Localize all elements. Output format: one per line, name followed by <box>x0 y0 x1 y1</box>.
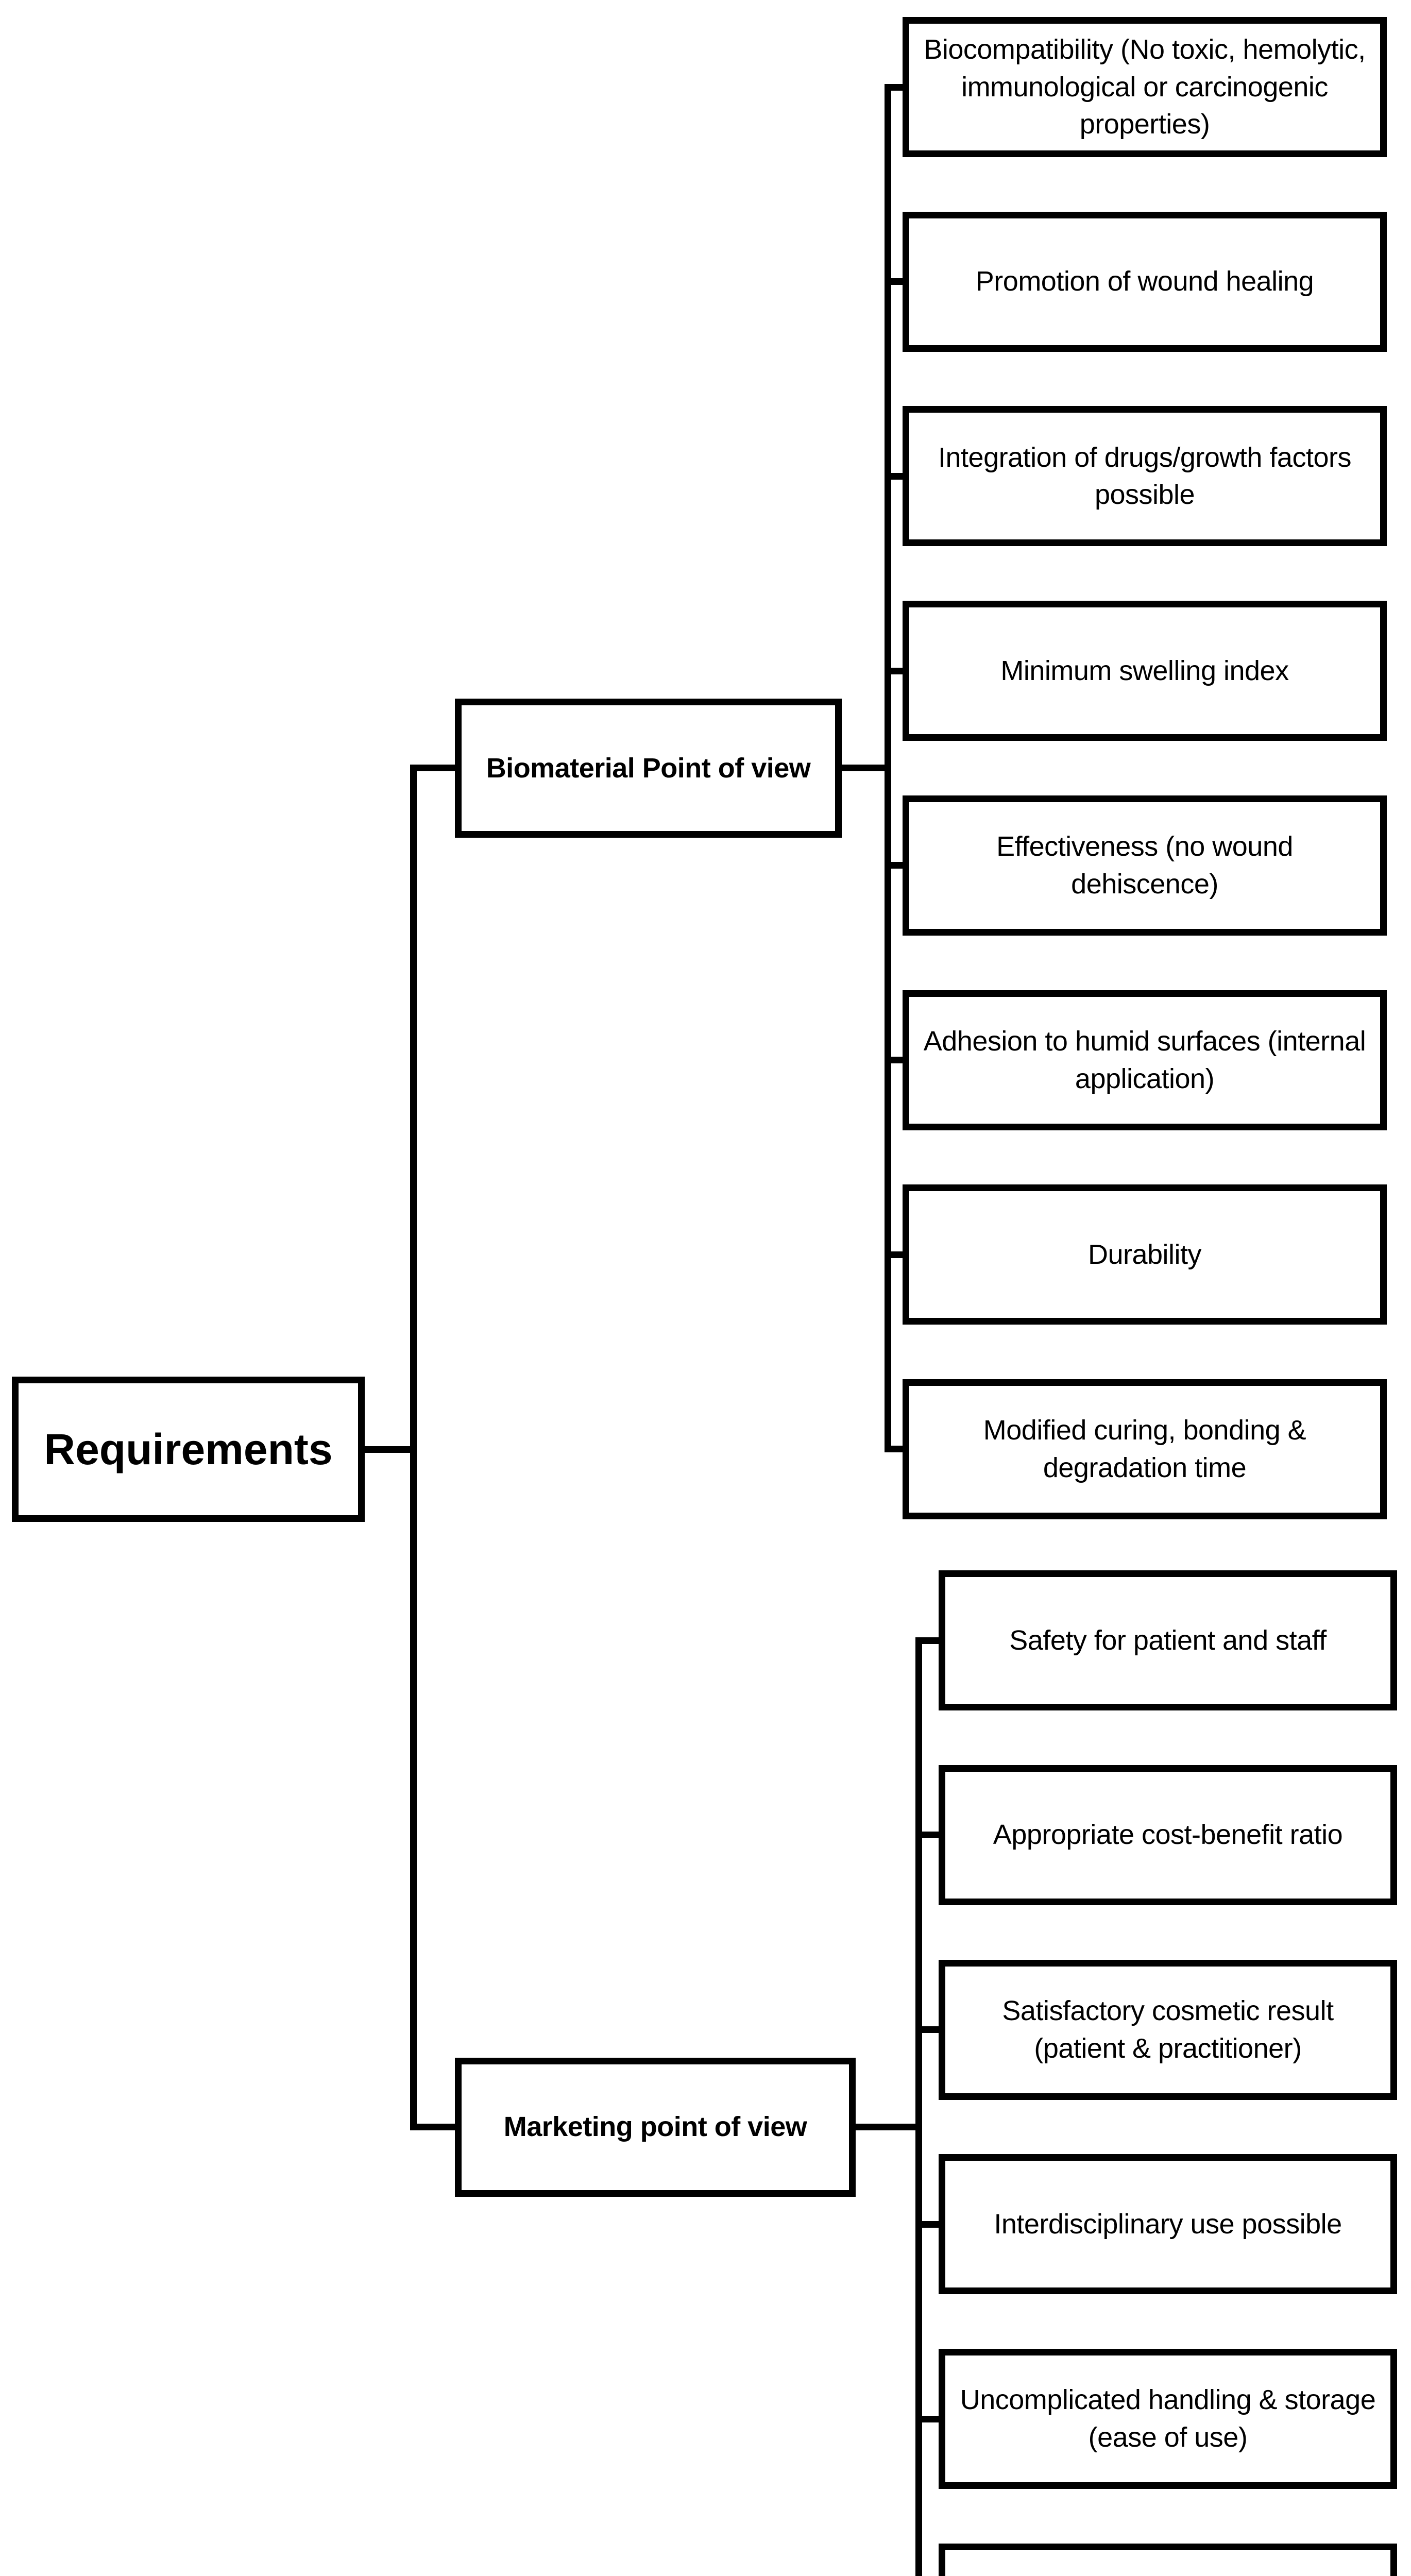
connector-line <box>884 472 904 480</box>
root-label: Requirements <box>44 1425 333 1473</box>
leaf-label: Safety for patient and staff <box>1009 1624 1327 1656</box>
connector-line <box>841 765 891 772</box>
leaf-node: Adhesion to humid surfaces (internal app… <box>903 990 1387 1130</box>
leaf-node: Minimum swelling index <box>903 601 1387 741</box>
branch-node-marketing-point-of-view: Marketing point of view <box>455 2057 856 2197</box>
connector-line <box>884 1251 904 1258</box>
leaf-node: Effectiveness (no wound dehiscence) <box>903 795 1387 936</box>
connector-line <box>915 1832 940 1839</box>
leaf-node: Easy manufacturing process <box>939 2544 1397 2576</box>
leaf-label: Adhesion to humid surfaces (internal app… <box>923 1025 1366 1094</box>
leaf-label: Interdisciplinary use possible <box>994 2208 1342 2240</box>
root-node-requirements: Requirements <box>12 1377 365 1522</box>
connector-line <box>410 765 456 772</box>
leaf-label: Biocompatibility (No toxic, hemolytic, i… <box>924 33 1366 140</box>
connector-line <box>915 2026 940 2033</box>
leaf-node: Biocompatibility (No toxic, hemolytic, i… <box>903 17 1387 157</box>
leaf-node: Modified curing, bonding & degradation t… <box>903 1379 1387 1519</box>
leaf-node: Integration of drugs/growth factors poss… <box>903 406 1387 547</box>
leaf-label: Effectiveness (no wound dehiscence) <box>996 831 1293 900</box>
connector-line <box>884 278 904 285</box>
branch-node-biomaterial-point-of-view: Biomaterial Point of view <box>455 698 842 838</box>
leaf-node: Safety for patient and staff <box>939 1570 1397 1710</box>
connector-line <box>915 1637 940 1644</box>
leaf-label: Modified curing, bonding & degradation t… <box>983 1415 1306 1483</box>
leaf-label: Durability <box>1087 1239 1202 1270</box>
leaf-node: Durability <box>903 1184 1387 1325</box>
branch-label: Marketing point of view <box>503 2111 807 2143</box>
connector-line <box>855 2124 922 2130</box>
leaf-node: Promotion of wound healing <box>903 211 1387 352</box>
leaf-node: Interdisciplinary use possible <box>939 2154 1397 2295</box>
connector-line <box>915 2415 940 2422</box>
connector-line <box>364 1446 417 1453</box>
connector-line <box>884 83 891 1453</box>
connector-line <box>884 1446 904 1453</box>
connector-line <box>915 2221 940 2228</box>
connector-line <box>884 83 904 91</box>
leaf-label: Appropriate cost-benefit ratio <box>993 1819 1343 1851</box>
leaf-node: Satisfactory cosmetic result (patient & … <box>939 1959 1397 2100</box>
leaf-label: Satisfactory cosmetic result (patient & … <box>1002 1995 1334 2064</box>
connector-line <box>884 862 904 869</box>
connector-line <box>884 667 904 674</box>
connector-line <box>915 1637 922 2576</box>
leaf-label: Integration of drugs/growth factors poss… <box>938 442 1351 511</box>
connector-line <box>410 765 417 2130</box>
connector-line <box>410 2124 456 2130</box>
leaf-node: Uncomplicated handling & storage (ease o… <box>939 2349 1397 2489</box>
leaf-label: Promotion of wound healing <box>975 266 1314 297</box>
branch-label: Biomaterial Point of view <box>486 752 811 784</box>
leaf-label: Uncomplicated handling & storage (ease o… <box>960 2384 1376 2453</box>
leaf-label: Minimum swelling index <box>1000 655 1289 686</box>
connector-line <box>884 1057 904 1064</box>
leaf-node: Appropriate cost-benefit ratio <box>939 1765 1397 1905</box>
